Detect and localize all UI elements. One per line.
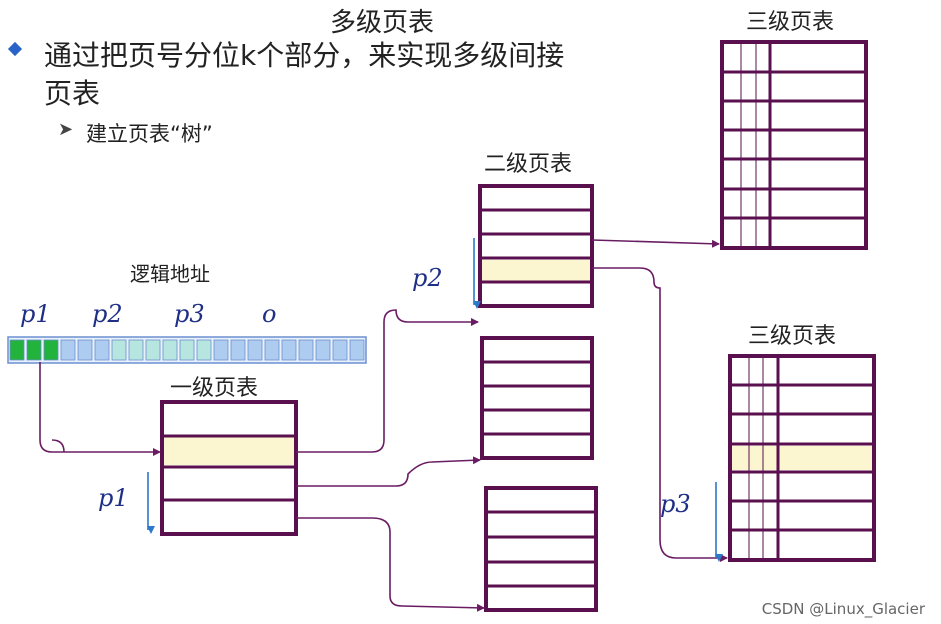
address-bit-cell	[162, 339, 178, 361]
level2-page-table-b	[480, 336, 594, 460]
address-bit-cell	[298, 339, 314, 361]
address-bit-cell	[128, 339, 144, 361]
sub-bullet-text: 建立页表“树”	[86, 122, 213, 146]
address-bit-cell	[43, 339, 59, 361]
address-bit-cell	[145, 339, 161, 361]
offset-label-p1: p1	[98, 484, 129, 512]
address-bit-cell	[111, 339, 127, 361]
field-label-p2: p2	[92, 300, 123, 328]
level2-table-label: 二级页表	[484, 152, 573, 177]
offset-arrows	[147, 238, 723, 562]
level3-table-label-bottom: 三级页表	[748, 324, 837, 349]
level1-to-level2b-arrow	[296, 456, 481, 487]
bullet-text-line1: 通过把页号分位k个部分，来实现多级间接	[44, 39, 565, 72]
level2-to-level3bottom-arrow	[592, 267, 728, 562]
level3-table-label-top: 三级页表	[746, 10, 835, 35]
address-bit-cell	[264, 339, 280, 361]
level2-to-level3top-arrow	[591, 239, 720, 248]
level3-page-table-top	[720, 40, 868, 250]
address-bit-cell	[60, 339, 76, 361]
address-bit-cell	[77, 339, 93, 361]
address-bit-cell	[196, 339, 212, 361]
level2-page-table-a	[478, 184, 594, 308]
field-label-p3: p3	[174, 300, 205, 328]
level1-table-label: 一级页表	[170, 376, 259, 401]
address-bit-cell	[213, 339, 229, 361]
address-bit-cell	[315, 339, 331, 361]
pointer-arrows	[39, 239, 728, 612]
address-bit-cell	[26, 339, 42, 361]
address-bit-cell	[247, 339, 263, 361]
level3-page-table-bottom	[728, 354, 876, 562]
level2-page-table-c	[484, 486, 598, 612]
address-bit-cell	[9, 339, 25, 361]
addr-to-level1-arrow	[39, 362, 160, 452]
field-label-o: o	[262, 300, 277, 328]
field-label-p1: p1	[20, 300, 51, 328]
logical-address-bar	[7, 336, 367, 364]
bullet-text-line2: 页表	[44, 77, 101, 110]
arrow-bullet-icon: ➤	[58, 119, 74, 140]
address-bit-cell	[230, 339, 246, 361]
level1-to-level2c-arrow	[296, 517, 485, 612]
offset-label-p3: p3	[660, 490, 691, 518]
csdn-watermark: CSDN @Linux_Glacier	[761, 600, 925, 618]
logical-address-label: 逻辑地址	[130, 262, 210, 286]
address-bit-cell	[349, 339, 365, 361]
address-bit-cell	[332, 339, 348, 361]
slide-title: 多级页表	[330, 8, 435, 38]
level1-page-table	[160, 400, 298, 536]
offset-label-p2: p2	[412, 264, 443, 292]
address-bit-cell	[281, 339, 297, 361]
level1-to-level2a-arrow	[296, 309, 479, 453]
address-bit-cell	[94, 339, 110, 361]
address-bit-cell	[179, 339, 195, 361]
